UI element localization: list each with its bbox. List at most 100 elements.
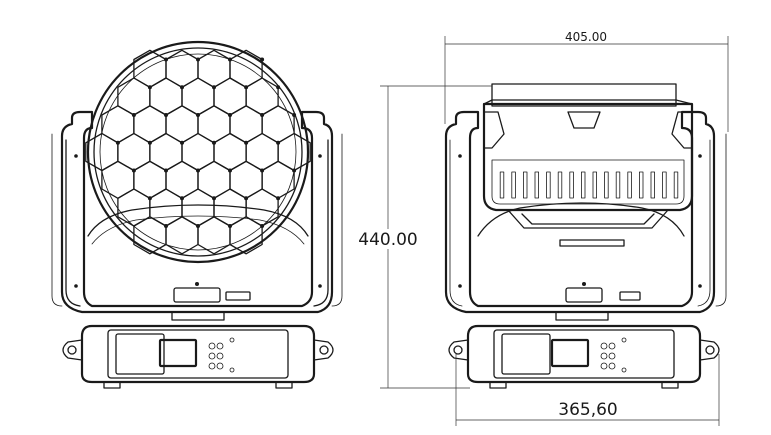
- hex-lens: [197, 216, 231, 255]
- hex-joint-dot: [292, 168, 297, 173]
- cooling-fin: [523, 171, 528, 199]
- front-screw: [74, 154, 78, 158]
- hex-lens: [277, 132, 311, 172]
- back-handle-right-hole: [705, 345, 715, 355]
- cooling-fin: [673, 171, 679, 199]
- dimension-lines: 405.00 440.00 365,60: [358, 30, 729, 426]
- front-foot-right: [275, 381, 293, 389]
- hex-lens: [165, 216, 199, 255]
- hex-lens: [117, 132, 151, 172]
- back-base-panel: [493, 329, 675, 379]
- front-badge: [225, 291, 251, 301]
- cooling-fin: [557, 171, 563, 199]
- hex-joint-dot: [260, 224, 265, 228]
- hex-lens: [101, 105, 135, 144]
- back-head-bowl: [477, 202, 685, 237]
- cooling-fin: [615, 171, 621, 199]
- back-logo-plate: [565, 287, 603, 303]
- front-arm-left-detail: [51, 133, 63, 307]
- overall-height-label: 440.00: [358, 230, 417, 250]
- hex-lens: [213, 132, 247, 172]
- hex-lens: [101, 160, 135, 199]
- hex-lens: [165, 49, 199, 88]
- hex-joint-dot: [276, 196, 281, 201]
- front-lens-ring-mid: [93, 47, 303, 257]
- hex-lens: [165, 160, 199, 199]
- front-lens-ring-inner: [99, 53, 297, 251]
- hex-lens: [245, 77, 279, 116]
- hex-lens: [229, 49, 263, 88]
- front-lens-ring-outer: [86, 40, 310, 264]
- hex-lens: [181, 132, 215, 172]
- hex-lens: [213, 77, 247, 116]
- back-arm-right-outer: [715, 133, 727, 307]
- back-base-recess: [501, 333, 551, 375]
- back-tray-inner: [521, 213, 655, 225]
- hex-lens: [197, 160, 231, 199]
- overall-width-label: 405.00: [565, 30, 607, 44]
- back-top-plate: [491, 83, 677, 107]
- back-neck: [555, 311, 609, 321]
- cooling-fin: [511, 171, 516, 199]
- cooling-fin: [499, 171, 505, 199]
- back-screw: [698, 154, 702, 158]
- front-screw: [318, 284, 322, 288]
- back-arm-left-detail: [449, 139, 463, 307]
- cooling-fin: [546, 171, 551, 199]
- back-cooling-fins: [499, 171, 679, 199]
- hex-lens: [133, 216, 167, 255]
- front-control-buttons: [208, 337, 235, 373]
- back-housing-inner: [491, 159, 685, 205]
- back-yoke-outline: [444, 110, 716, 314]
- back-tray: [507, 209, 669, 229]
- front-display-screen: [158, 338, 198, 368]
- front-foot-left: [103, 381, 121, 389]
- back-tray-foot: [559, 239, 625, 247]
- back-foot-left: [489, 381, 507, 389]
- hex-joint-dot: [260, 57, 265, 62]
- back-head-housing-top: [483, 99, 693, 105]
- back-screw: [458, 284, 462, 288]
- hex-joint-dot: [292, 113, 297, 117]
- cooling-fin: [662, 171, 667, 199]
- hex-lens: [149, 77, 183, 116]
- front-handle-right-hole: [319, 345, 329, 355]
- back-screw: [698, 284, 702, 288]
- hex-lens: [261, 105, 295, 144]
- front-screw: [74, 284, 78, 288]
- front-base-panel: [107, 329, 289, 379]
- cooling-fin: [569, 171, 574, 199]
- hex-joint-dot: [276, 85, 281, 90]
- hex-lens: [133, 160, 167, 199]
- front-head-bowl-inner: [91, 215, 305, 245]
- hex-lens: [229, 105, 263, 144]
- back-notch-center: [567, 111, 601, 129]
- hex-lens: [85, 132, 119, 172]
- hex-lens: [149, 132, 183, 172]
- back-handle-left-hole: [453, 345, 463, 355]
- front-arm-right-inner: [313, 139, 329, 307]
- back-indicator-dot: [582, 282, 586, 286]
- front-yoke-outline: [60, 110, 334, 314]
- back-handle-right: [699, 339, 720, 361]
- hex-lens: [181, 188, 215, 227]
- front-logo-plate: [173, 287, 221, 303]
- hex-lens: [197, 105, 231, 144]
- back-base-outline: [466, 324, 702, 384]
- front-handle-right: [313, 339, 334, 361]
- back-control-buttons: [600, 337, 627, 373]
- hex-lens: [245, 132, 279, 172]
- cooling-fin: [639, 171, 644, 199]
- hex-lens: [197, 49, 231, 88]
- cooling-fin: [627, 171, 632, 199]
- hex-lens: [165, 105, 199, 144]
- cooling-fin: [581, 171, 586, 199]
- back-foot-right: [661, 381, 679, 389]
- back-handle-left: [448, 339, 469, 361]
- front-base-outline: [80, 324, 316, 384]
- front-handle-left: [62, 339, 83, 361]
- height-label-backing: [360, 229, 420, 249]
- back-head-housing: [482, 102, 694, 212]
- front-arm-left-inner: [65, 139, 81, 307]
